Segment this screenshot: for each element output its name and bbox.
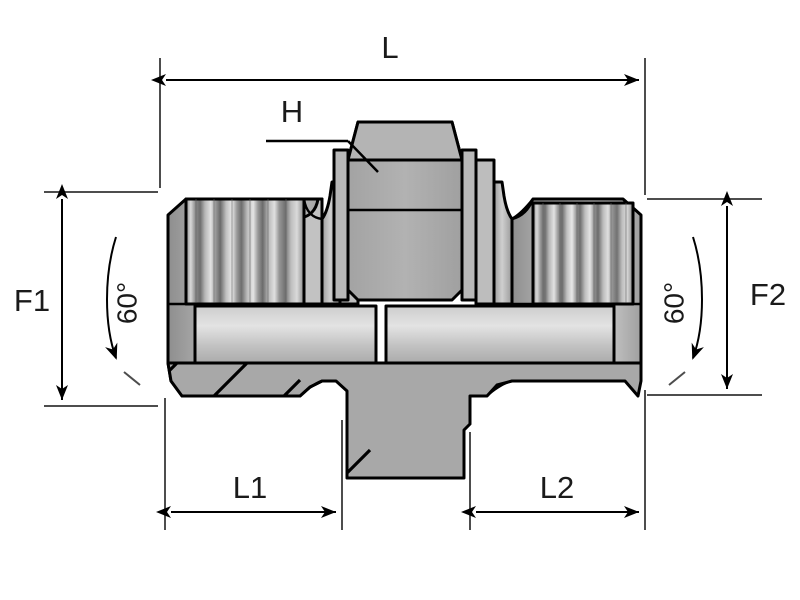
dimension-cone-angle-right: 60° xyxy=(658,236,704,386)
leader-line-H-angled xyxy=(347,140,379,173)
dimension-label-L: L xyxy=(381,30,398,65)
thread-stripes-left xyxy=(195,199,287,304)
dimension-label-F1: F1 xyxy=(14,283,50,318)
right-shoulder-flank xyxy=(474,158,514,306)
dimension-thread-size-right: F2 xyxy=(647,191,786,396)
ref-tick-right-60deg xyxy=(668,371,686,386)
thread-stripes-right xyxy=(542,203,627,304)
dimension-label-cone-angle-left: 60° xyxy=(111,282,142,324)
dimension-label-cone-angle-right: 60° xyxy=(658,282,689,324)
curved-arrow-right-60deg xyxy=(691,236,704,360)
dimension-thread-length-right: L2 xyxy=(461,390,646,530)
central-bore-shaft xyxy=(193,304,616,365)
dimension-cone-angle-left: 60° xyxy=(105,236,142,386)
dimension-thread-size-left: F1 xyxy=(14,184,158,407)
ref-tick-left-60deg xyxy=(123,371,141,386)
dimension-label-L1: L1 xyxy=(233,470,267,505)
dimension-label-H: H xyxy=(281,94,303,129)
fitting-body xyxy=(166,120,643,480)
dimension-overall-length: L xyxy=(151,30,646,195)
curved-arrow-left-60deg xyxy=(105,236,118,360)
dimension-label-F2: F2 xyxy=(750,277,786,312)
dimension-hex-size: H xyxy=(266,94,379,173)
dimension-label-L2: L2 xyxy=(540,470,574,505)
center-hex-head xyxy=(332,120,478,302)
dimension-thread-length-left: L1 xyxy=(156,398,343,530)
